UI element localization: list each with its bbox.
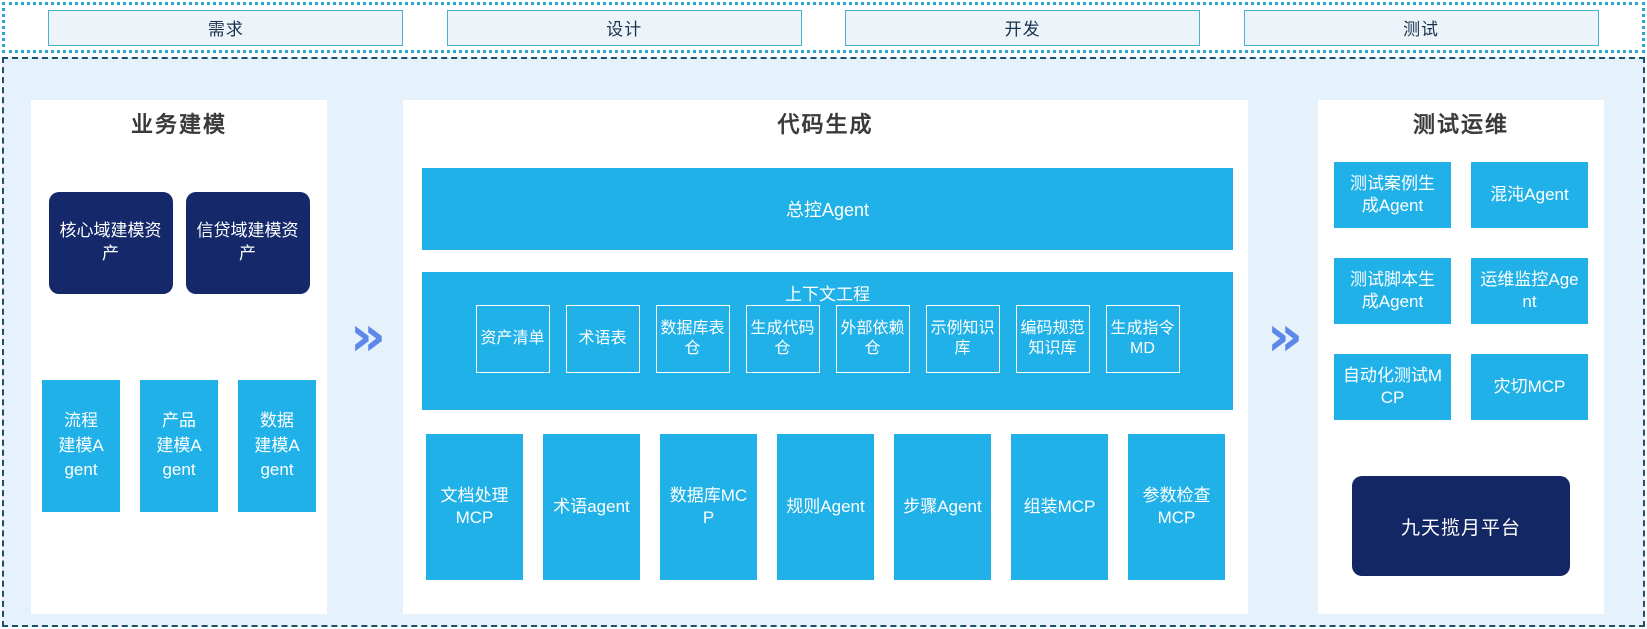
panel-title-test-ops: 测试运维 [1412,112,1509,137]
ops-test-case-gen-agent: 测试案例生成Agent [1334,162,1451,228]
context-item-generate-instruction-md: 生成指令MD [1105,305,1180,373]
context-item-generated-code-repo: 生成代码仓 [745,305,820,373]
asset-core-domain: 核心域建模资产 [48,192,173,294]
tool-database-mcp: 数据库MCP [660,434,757,580]
master-control-agent-bar: 总控Agent [422,168,1233,250]
panel-business-modeling: 业务建模 核心域建模资产 信贷域建模资产 流程建模Agent 产品建模Agent… [31,100,327,614]
phase-strip: 需求 设计 开发 测试 [2,2,1645,53]
ops-chaos-agent: 混沌Agent [1471,162,1588,228]
ops-disaster-switch-mcp: 灾切MCP [1471,354,1588,420]
flow-arrow-icon: » [1266,304,1304,369]
phase-requirements: 需求 [48,9,404,46]
phase-design: 设计 [446,9,802,46]
ops-monitoring-agent: 运维监控Agent [1471,258,1588,324]
tool-glossary-agent: 术语agent [543,434,640,580]
tool-doc-processing-mcp: 文档处理MCP [426,434,523,580]
phase-development: 开发 [845,9,1201,46]
panel-title-business-modeling: 业务建模 [130,112,227,137]
panel-title-code-generation: 代码生成 [777,112,874,137]
tool-param-check-mcp: 参数检查MCP [1128,434,1225,580]
context-item-db-table-repo: 数据库表仓 [655,305,730,373]
tool-assembly-mcp: 组装MCP [1011,434,1108,580]
agent-product-modeling: 产品建模Agent [140,380,218,512]
context-item-coding-standard-kb: 编码规范知识库 [1015,305,1090,373]
ops-auto-test-mcp: 自动化测试MCP [1334,354,1451,420]
test-ops-grid: 测试案例生成Agent 混沌Agent 测试脚本生成Agent 运维监控Agen… [1334,162,1588,420]
modeling-assets-row: 核心域建模资产 信贷域建模资产 [31,192,327,294]
flow-arrow-icon: » [349,304,387,369]
context-item-example-kb: 示例知识库 [925,305,1000,373]
agent-data-modeling: 数据建模Agent [238,380,316,512]
tool-step-agent: 步骤Agent [894,434,991,580]
context-engineering-section: 上下文工程 资产清单 术语表 数据库表仓 生成代码仓 外部依赖仓 示例知识库 编… [422,272,1233,410]
ops-test-script-gen-agent: 测试脚本生成Agent [1334,258,1451,324]
agent-process-modeling: 流程建模Agent [42,380,120,512]
context-item-glossary: 术语表 [565,305,640,373]
context-item-external-deps-repo: 外部依赖仓 [835,305,910,373]
panel-code-generation: 代码生成 总控Agent 上下文工程 资产清单 术语表 数据库表仓 生成代码仓 … [403,100,1248,614]
panel-test-ops: 测试运维 测试案例生成Agent 混沌Agent 测试脚本生成Agent 运维监… [1318,100,1604,614]
modeling-agents-row: 流程建模Agent 产品建模Agent 数据建模Agent [31,380,327,512]
asset-credit-domain: 信贷域建模资产 [185,192,310,294]
context-item-asset-list: 资产清单 [475,305,550,373]
context-engineering-title: 上下文工程 [785,285,870,304]
generation-tools-row: 文档处理MCP 术语agent 数据库MCP 规则Agent 步骤Agent 组… [403,434,1248,580]
main-container: 业务建模 核心域建模资产 信贷域建模资产 流程建模Agent 产品建模Agent… [2,57,1645,627]
jiutian-lanyue-platform: 九天揽月平台 [1352,476,1570,576]
phase-testing: 测试 [1243,9,1599,46]
tool-rule-agent: 规则Agent [777,434,874,580]
context-items-row: 资产清单 术语表 数据库表仓 生成代码仓 外部依赖仓 示例知识库 编码规范知识库… [422,305,1233,373]
